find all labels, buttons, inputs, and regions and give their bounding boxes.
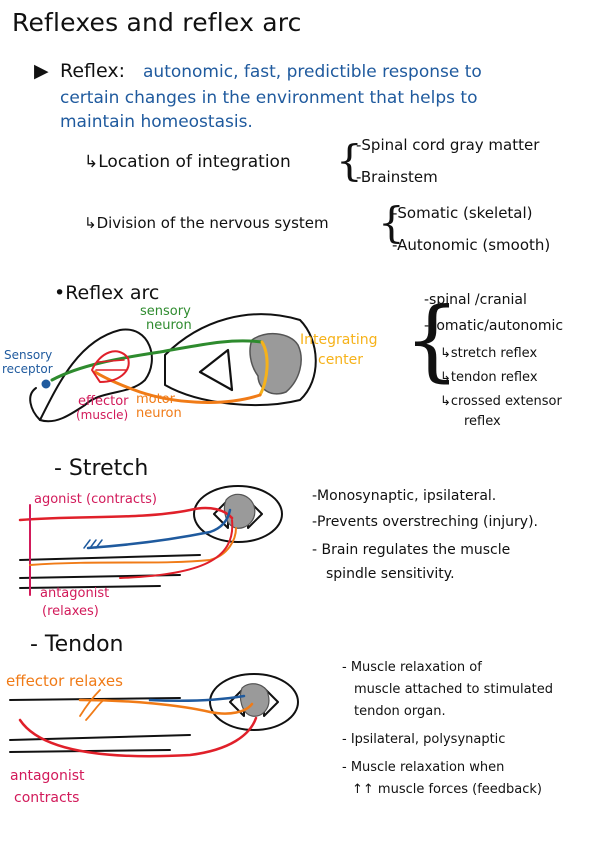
location-brace: { — [336, 136, 363, 185]
stretch-agonist: agonist (contracts) — [34, 492, 157, 507]
type-item-6: reflex — [464, 414, 501, 429]
division-item-2: -Autonomic (smooth) — [392, 236, 551, 254]
tendon-antagonist-1: antagonist — [10, 768, 85, 784]
bullet-arrow: ▶ — [34, 60, 49, 82]
stretch-note-3: - Brain regulates the muscle — [312, 542, 511, 558]
stretch-note-2: -Prevents overstreching (injury). — [312, 514, 538, 530]
label-sensory-neuron-2: neuron — [146, 318, 192, 333]
type-item-5: ↳crossed extensor — [440, 394, 562, 409]
tendon-note-4: - Ipsilateral, polysynaptic — [342, 732, 506, 747]
label-integrating: Integrating — [300, 332, 378, 348]
label-neuron: neuron — [136, 406, 182, 421]
division-item-1: -Somatic (skeletal) — [392, 204, 533, 222]
stretch-heading: - Stretch — [54, 456, 149, 481]
division-brace: { — [378, 198, 405, 247]
definition-line-3: maintain homeostasis. — [60, 112, 253, 132]
label-motor: motor — [136, 392, 176, 407]
definition-line-1: autonomic, fast, predictible response to — [143, 62, 482, 82]
label-receptor: receptor — [2, 362, 53, 376]
stretch-note-4: spindle sensitivity. — [326, 566, 455, 582]
tendon-antagonist-2: contracts — [14, 790, 80, 806]
tendon-note-1: - Muscle relaxation of — [342, 660, 482, 675]
tendon-diagram — [9, 673, 299, 758]
location-item-2: -Brainstem — [356, 168, 438, 186]
type-item-4: ↳tendon reflex — [440, 370, 538, 385]
tendon-effector: effector relaxes — [6, 672, 123, 690]
location-item-1: -Spinal cord gray matter — [356, 136, 540, 154]
reflex-arc-heading: •Reflex arc — [54, 282, 160, 304]
tendon-heading: - Tendon — [30, 632, 124, 657]
tendon-note-5: - Muscle relaxation when — [342, 760, 505, 775]
label-sensory-neuron-1: sensory — [140, 304, 191, 319]
tendon-note-3: tendon organ. — [354, 704, 446, 719]
type-item-1: -spinal /cranial — [424, 292, 527, 308]
location-label: ↳Location of integration — [84, 152, 291, 172]
label-effector: effector — [78, 394, 129, 409]
reflex-term: Reflex: — [60, 60, 126, 82]
stretch-antagonist-1: antagonist — [40, 586, 110, 601]
label-center: center — [318, 352, 364, 368]
tendon-note-6: ↑↑ muscle forces (feedback) — [352, 782, 542, 797]
type-item-2: -somatic/autonomic — [424, 318, 564, 334]
label-sensory: Sensory — [4, 348, 53, 362]
stretch-note-1: -Monosynaptic, ipsilateral. — [312, 488, 497, 504]
stretch-antagonist-2: (relaxes) — [42, 604, 99, 619]
division-label: ↳Division of the nervous system — [84, 214, 329, 232]
type-item-3: ↳stretch reflex — [440, 346, 538, 361]
stretch-diagram — [18, 485, 283, 596]
page-title: Reflexes and reflex arc — [12, 8, 302, 37]
reflex-arc-diagram — [29, 313, 317, 423]
types-brace: { — [404, 288, 460, 391]
label-muscle: (muscle) — [76, 408, 129, 422]
tendon-note-2: muscle attached to stimulated — [354, 682, 553, 697]
definition-line-2: certain changes in the environment that … — [60, 88, 478, 108]
